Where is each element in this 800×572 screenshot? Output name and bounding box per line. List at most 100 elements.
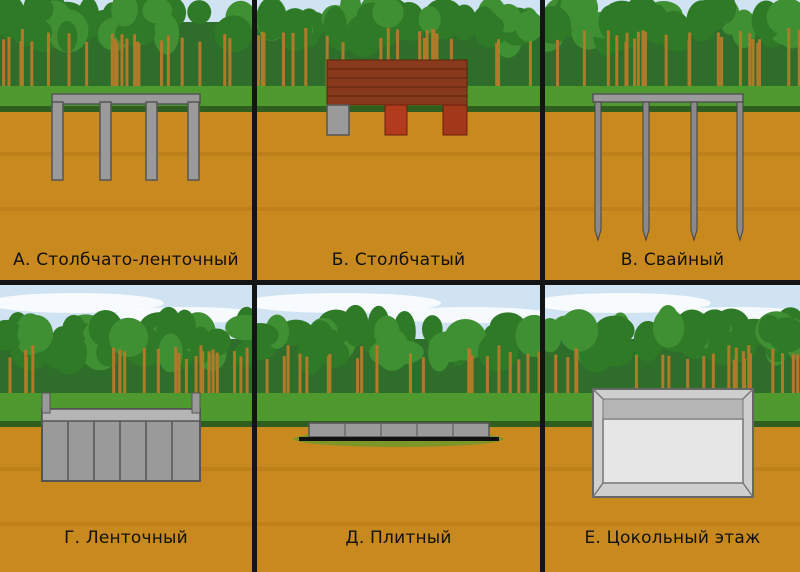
log-wall	[327, 87, 467, 96]
pile	[643, 102, 649, 240]
tree-trunk	[787, 28, 790, 86]
column-foundation-illustration	[257, 0, 540, 280]
tree-trunk	[583, 31, 586, 89]
caption-basement: Е. Цокольный этаж	[545, 528, 800, 548]
pile-foundation-illustration	[545, 0, 800, 280]
tree-trunk	[467, 348, 470, 396]
tree-crown	[758, 315, 781, 343]
tree-trunk	[607, 30, 610, 88]
caption-column: Б. Столбчатый	[257, 250, 540, 270]
soil-stratum	[545, 207, 800, 211]
tree-crown	[215, 15, 252, 52]
tree-trunk	[665, 35, 668, 93]
tree-trunk	[199, 345, 202, 393]
tree-trunk	[497, 345, 500, 393]
panel-strip: Г. Ленточный	[0, 285, 252, 572]
tree-trunk	[21, 29, 24, 87]
tree-trunk	[123, 351, 126, 399]
tree-trunk	[111, 34, 114, 92]
strip-top	[42, 409, 200, 421]
tree-trunk	[233, 351, 236, 399]
caption-strip-column: А. Столбчато-ленточный	[0, 250, 252, 270]
pile	[691, 102, 697, 240]
tree-trunk	[133, 34, 136, 92]
tree-trunk	[118, 349, 121, 397]
tree-trunk	[688, 32, 691, 90]
foundation-column	[52, 102, 63, 180]
tree-trunk	[292, 33, 295, 91]
panel-column: Б. Столбчатый	[257, 0, 540, 280]
foundation-column	[100, 102, 111, 180]
panel-basement: Е. Цокольный этаж	[545, 285, 800, 572]
tree-trunk	[727, 345, 730, 393]
strip-corner	[192, 393, 200, 413]
slab	[309, 423, 489, 437]
soil-stratum	[257, 467, 540, 471]
tree-crown	[187, 0, 211, 24]
tree-trunk	[68, 33, 71, 91]
grass-edge	[545, 106, 800, 112]
brick-column	[443, 105, 467, 135]
tree-crown	[57, 21, 77, 52]
tree-trunk	[641, 30, 644, 88]
tree-trunk	[538, 351, 540, 399]
tree-trunk	[167, 35, 170, 93]
tree-trunk	[223, 34, 226, 92]
soil-stratum	[0, 152, 252, 156]
soil-stratum	[0, 207, 252, 211]
brick-column	[385, 105, 407, 135]
tree-trunk	[304, 28, 307, 86]
log-wall	[327, 96, 467, 105]
concrete-column	[327, 105, 349, 135]
tree-trunk	[626, 33, 629, 91]
caption-slab: Д. Плитный	[257, 528, 540, 548]
tree-trunk	[31, 345, 34, 393]
tree-trunk	[637, 32, 640, 90]
strip-column-foundation-illustration	[0, 0, 252, 280]
slab-base	[299, 437, 499, 441]
tree-crown	[3, 4, 29, 34]
tree-trunk	[120, 34, 123, 92]
tree-trunk	[282, 33, 285, 91]
strip-corner	[42, 393, 50, 413]
tree-crown	[559, 309, 598, 352]
tree-trunk	[575, 349, 578, 397]
tree-trunk	[360, 346, 363, 394]
tree-trunk	[157, 349, 160, 397]
log-wall	[327, 60, 467, 69]
panel-strip-column: А. Столбчато-ленточный	[0, 0, 252, 280]
tree-trunk	[24, 350, 27, 398]
tree-trunk	[375, 345, 378, 393]
tree-trunk	[748, 33, 751, 91]
tree-trunk	[615, 35, 618, 93]
tree-trunk	[261, 32, 264, 90]
tree-trunk	[47, 33, 50, 91]
log-wall	[327, 69, 467, 78]
soil-stratum	[545, 152, 800, 156]
soil-stratum	[257, 522, 540, 526]
tree-trunk	[174, 347, 177, 395]
tree-trunk	[287, 345, 290, 393]
pile	[595, 102, 601, 240]
caption-pile: В. Свайный	[545, 250, 800, 270]
tree-trunk	[208, 351, 211, 399]
tree-crown	[369, 340, 405, 365]
soil-stratum	[257, 207, 540, 211]
tree-trunk	[143, 348, 146, 396]
tree-trunk	[246, 348, 249, 396]
grass-edge	[0, 106, 252, 112]
pile-cap	[593, 94, 743, 102]
tree-crown	[653, 308, 684, 347]
pile	[737, 102, 743, 240]
panel-slab: Д. Плитный	[257, 285, 540, 572]
grade-beam	[52, 94, 200, 104]
foundation-column	[188, 102, 199, 180]
tree-crown	[657, 11, 691, 50]
log-wall	[327, 78, 467, 87]
tree-crown	[52, 331, 87, 374]
tree-trunk	[717, 32, 720, 90]
panel-pile: В. Свайный	[545, 0, 800, 280]
tree-trunk	[739, 31, 742, 89]
soil-stratum	[545, 522, 800, 526]
